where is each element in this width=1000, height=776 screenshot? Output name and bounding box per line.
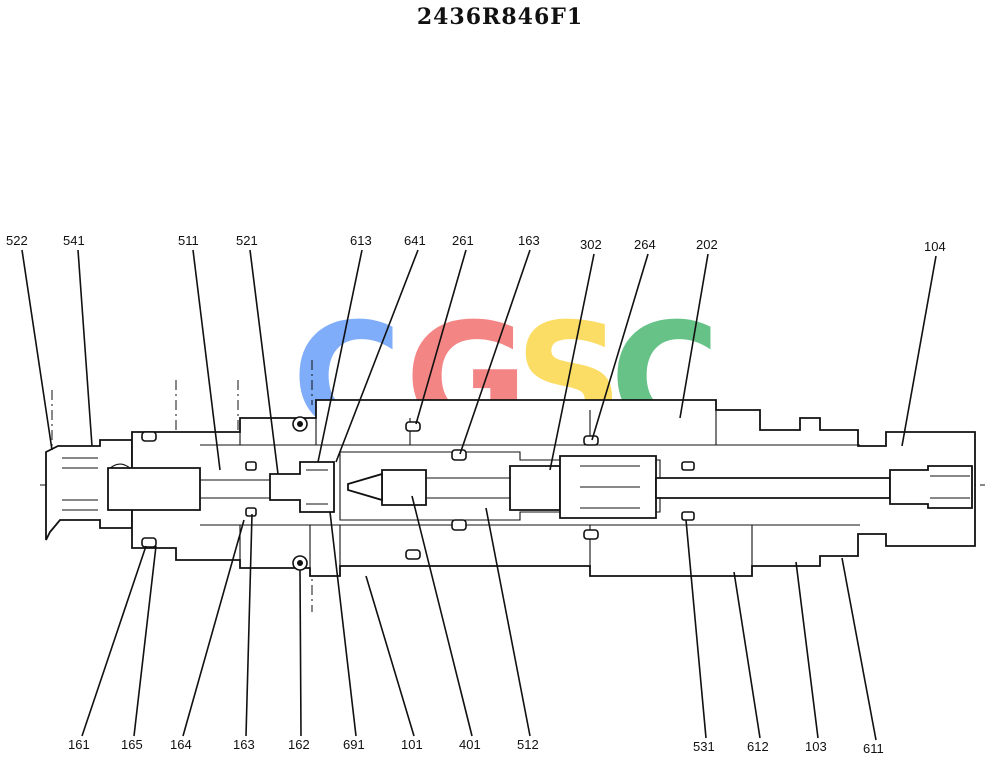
callout-613: 613 bbox=[350, 233, 372, 248]
callout-521: 521 bbox=[236, 233, 258, 248]
callout-161: 161 bbox=[68, 737, 90, 752]
leader-lines-top bbox=[21, 249, 937, 475]
callout-611: 611 bbox=[863, 741, 884, 756]
callout-104: 104 bbox=[924, 239, 946, 254]
leader-lines-bottom bbox=[81, 495, 877, 741]
callout-691: 691 bbox=[343, 737, 365, 752]
callout-163-top: 163 bbox=[518, 233, 540, 248]
callout-522: 522 bbox=[6, 233, 28, 248]
callout-163-bottom: 163 bbox=[233, 737, 255, 752]
callout-labels-bottom: 161 165 164 163 162 691 101 401 512 531 … bbox=[68, 737, 884, 756]
callout-264: 264 bbox=[634, 237, 656, 252]
callout-612: 612 bbox=[747, 739, 769, 754]
callout-162: 162 bbox=[288, 737, 310, 752]
callout-302: 302 bbox=[580, 237, 602, 252]
callout-labels-top: 522 541 511 521 613 641 261 163 302 264 … bbox=[6, 233, 946, 254]
callout-164: 164 bbox=[170, 737, 192, 752]
callout-531: 531 bbox=[693, 739, 715, 754]
seal-rings bbox=[141, 416, 695, 571]
callout-103: 103 bbox=[805, 739, 827, 754]
drawing-title: 2436R846F1 bbox=[416, 4, 584, 30]
callout-202: 202 bbox=[696, 237, 718, 252]
callout-511: 511 bbox=[178, 233, 199, 248]
callout-401: 401 bbox=[459, 737, 481, 752]
callout-512: 512 bbox=[517, 737, 539, 752]
valve-body bbox=[45, 399, 976, 577]
callout-541: 541 bbox=[63, 233, 85, 248]
callout-641: 641 bbox=[404, 233, 426, 248]
callout-101: 101 bbox=[401, 737, 423, 752]
callout-165: 165 bbox=[121, 737, 143, 752]
callout-261: 261 bbox=[452, 233, 474, 248]
